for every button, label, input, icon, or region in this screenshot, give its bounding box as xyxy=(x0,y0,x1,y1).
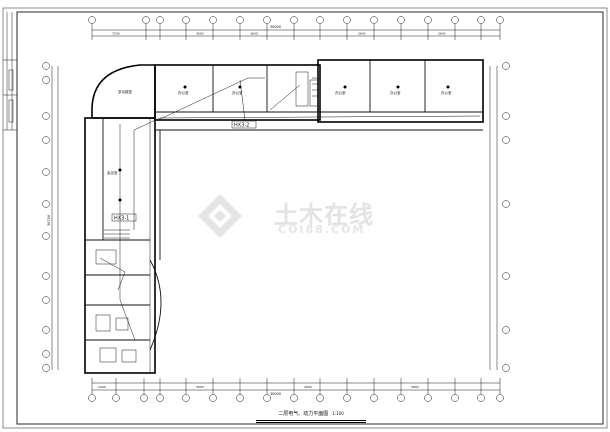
corner-curve xyxy=(91,64,156,119)
bottom-dimension-1: 2400 xyxy=(98,385,106,389)
top-axis xyxy=(88,16,504,40)
bottom-dimension-4: 3600 xyxy=(411,385,419,389)
outer-frame xyxy=(2,7,608,429)
watermark: 土木在线 COI88.COM xyxy=(196,192,426,242)
room-label-office-3: 办公室 xyxy=(335,90,346,95)
watermark-text-cn: 土木在线 xyxy=(274,201,374,229)
binding-strip xyxy=(3,12,17,131)
room-label-office-5: 办公室 xyxy=(441,90,452,95)
top-dimension-3: 3600 xyxy=(250,32,258,36)
left-wing xyxy=(84,117,162,374)
inner-frame xyxy=(16,11,604,425)
left-total-dimension: 36700 xyxy=(47,215,51,226)
bottom-dimension-3: 3600 xyxy=(304,385,312,389)
room-label-office-1: 办公室 xyxy=(178,90,189,95)
room-label-office-4: 办公室 xyxy=(390,90,401,95)
watermark-logo-icon xyxy=(198,194,242,238)
panel-label-hx1: HX3-1 xyxy=(114,216,129,222)
panel-box-hx1 xyxy=(111,213,137,222)
top-total-dimension: 36000 xyxy=(270,25,281,29)
room-label-hall: 多功能室 xyxy=(118,89,132,94)
bottom-axis xyxy=(88,378,504,402)
top-dimension-5: 3600 xyxy=(438,32,446,36)
title-underline xyxy=(256,420,366,421)
panel-box-hx2 xyxy=(231,120,257,129)
wiring xyxy=(99,77,481,341)
top-dimension-2: 3600 xyxy=(196,32,204,36)
top-dimension-4: 3600 xyxy=(358,32,366,36)
panel-label-hx2: HX3-2 xyxy=(234,123,249,129)
bottom-total-dimension: 36000 xyxy=(270,392,281,396)
watermark-text-en: COI88.COM xyxy=(278,223,366,236)
room-label-office-2: 办公室 xyxy=(232,90,243,95)
stair-symbol xyxy=(104,77,320,239)
title-underline-thin xyxy=(256,422,366,423)
right-axis xyxy=(489,62,510,372)
left-axis xyxy=(42,62,59,372)
drawing-scale: 1:100 xyxy=(332,411,344,416)
top-wing xyxy=(154,59,484,123)
room-label-meeting: 会议室 xyxy=(107,170,118,175)
bottom-dimension-2: 3600 xyxy=(196,385,204,389)
top-dimension-1: 7200 xyxy=(112,32,120,36)
drawing-title: 二层电气、动力平面图 xyxy=(278,411,329,417)
